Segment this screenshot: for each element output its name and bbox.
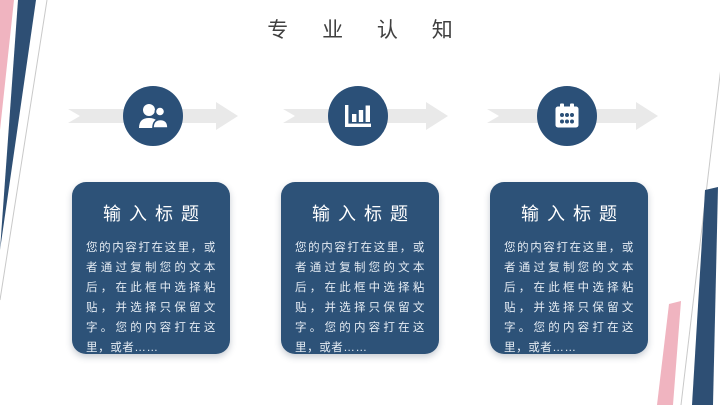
card-body-text: 您的内容打在这里，或者通过复制您的文本后，在此框中选择粘贴，并选择只保留文字。您… (504, 242, 634, 354)
content-card-2: 输入标题 您的内容打在这里，或者通过复制您的文本后，在此框中选择粘贴，并选择只保… (281, 182, 439, 354)
card-title: 输入标题 (521, 204, 625, 224)
content-card-1: 输入标题 您的内容打在这里，或者通过复制您的文本后，在此框中选择粘贴，并选择只保… (72, 182, 230, 354)
card-body-text: 您的内容打在这里，或者通过复制您的文本后，在此框中选择粘贴，并选择只保留文字。您… (86, 242, 216, 354)
step-circle-2 (328, 86, 388, 146)
pink-stripe-bottom-right (657, 301, 681, 405)
step-circle-1 (123, 86, 183, 146)
users-icon (139, 104, 169, 129)
step-circle-3 (537, 86, 597, 146)
content-card-3: 输入标题 您的内容打在这里，或者通过复制您的文本后，在此框中选择粘贴，并选择只保… (490, 182, 648, 354)
card-title: 输入标题 (312, 204, 416, 224)
calendar-icon (555, 103, 579, 128)
page-title: 专 业 认 知 (267, 19, 467, 42)
bar-chart-icon (345, 105, 371, 127)
card-title: 输入标题 (103, 204, 207, 224)
navy-stripe-bottom-right (692, 187, 718, 405)
card-body-text: 您的内容打在这里，或者通过复制您的文本后，在此框中选择粘贴，并选择只保留文字。您… (295, 242, 425, 354)
